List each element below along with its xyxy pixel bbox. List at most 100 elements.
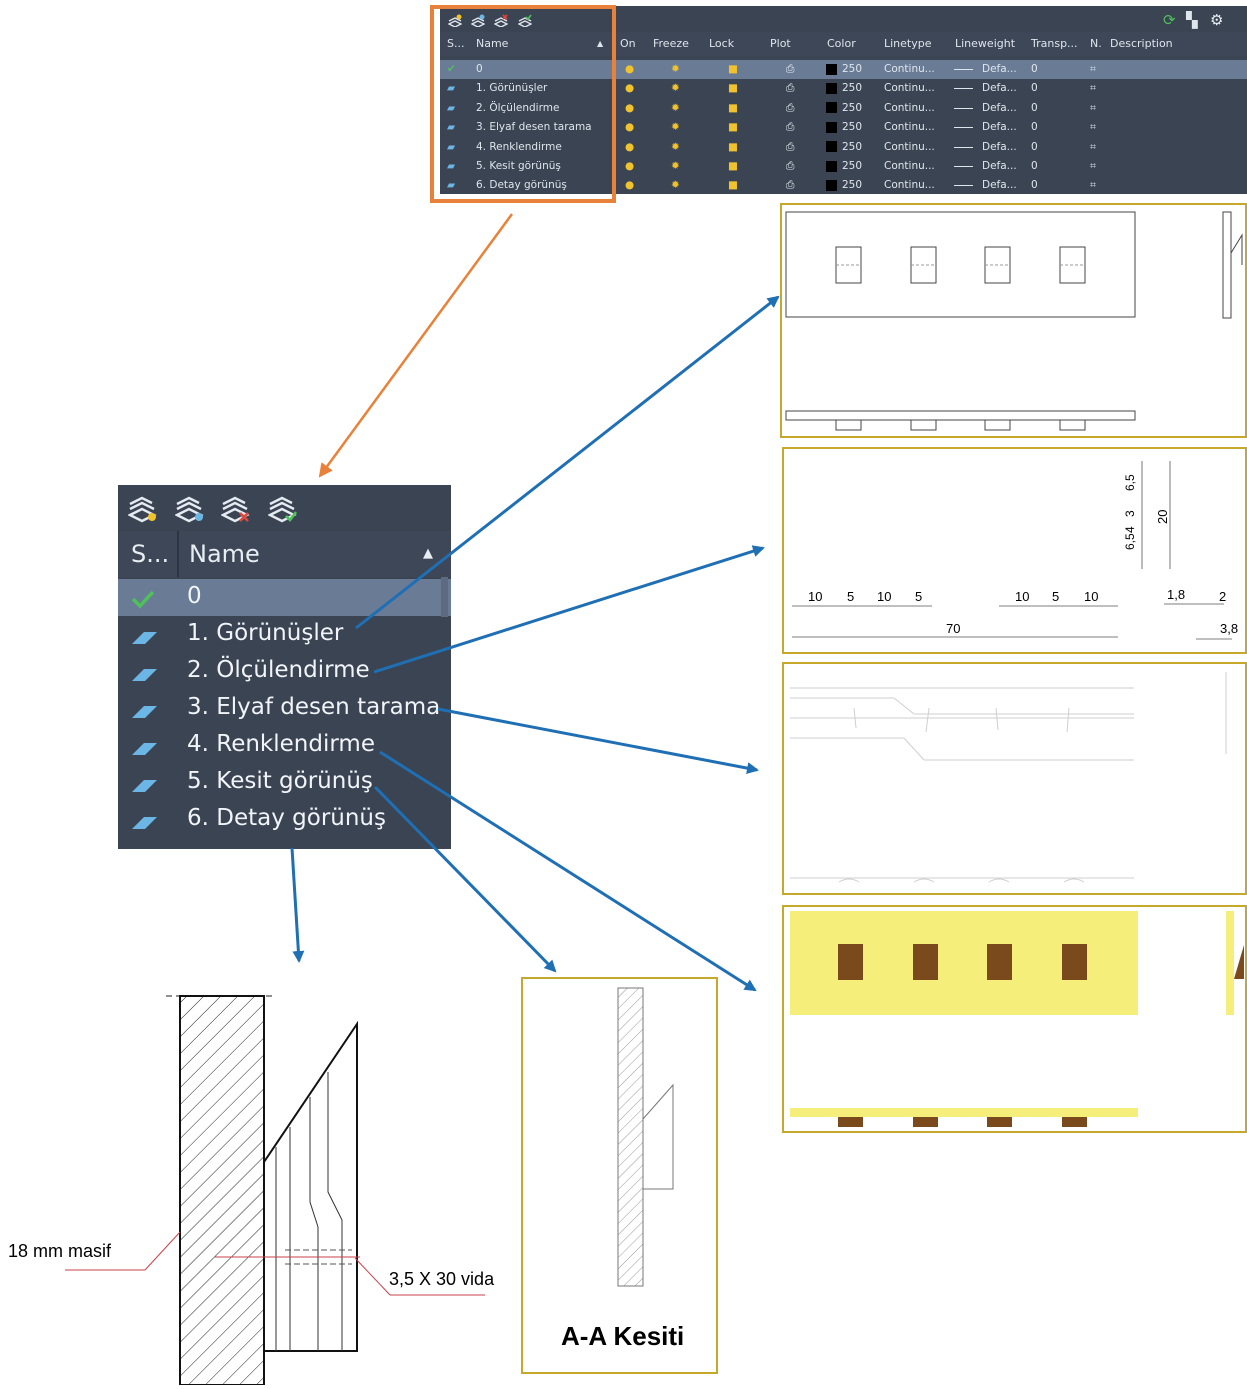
linetype-value[interactable]: Continu... bbox=[884, 121, 935, 134]
sun-thaw-icon[interactable]: ✹ bbox=[671, 63, 680, 75]
linetype-value[interactable]: Continu... bbox=[884, 82, 935, 95]
bulb-on-icon[interactable]: ● bbox=[625, 160, 635, 172]
unlock-icon[interactable]: ■ bbox=[728, 179, 738, 192]
col-transparency[interactable]: Transp... bbox=[1031, 37, 1078, 50]
layer-name[interactable]: 6. Detay görünüş bbox=[187, 805, 386, 831]
col-on[interactable]: On bbox=[620, 37, 636, 50]
col-status[interactable]: S... bbox=[447, 37, 465, 50]
color-value[interactable]: 250 bbox=[842, 101, 863, 114]
new-layer-icon[interactable] bbox=[127, 495, 158, 523]
color-value[interactable]: 250 bbox=[842, 179, 863, 192]
layer-row[interactable]: 4. Renklendirme bbox=[118, 727, 451, 764]
sun-thaw-icon[interactable]: ✹ bbox=[671, 101, 680, 114]
layer-name[interactable]: 1. Görünüşler bbox=[187, 620, 344, 646]
col-name[interactable]: Name bbox=[476, 37, 509, 50]
set-current-layer-icon[interactable] bbox=[517, 12, 533, 28]
delete-layer-icon[interactable] bbox=[220, 495, 251, 523]
vp-freeze-icon[interactable]: ⌗ bbox=[1090, 179, 1096, 192]
layer-name[interactable]: 5. Kesit görünüş bbox=[476, 160, 561, 172]
transparency-value[interactable]: 0 bbox=[1031, 140, 1038, 153]
new-vp-frozen-layer-icon[interactable] bbox=[470, 12, 486, 28]
color-swatch[interactable] bbox=[826, 121, 837, 133]
vp-freeze-icon[interactable]: ⌗ bbox=[1090, 82, 1096, 95]
lineweight-value[interactable]: Defa... bbox=[982, 121, 1017, 134]
col-name[interactable]: Name bbox=[189, 540, 260, 568]
vp-freeze-icon[interactable]: ⌗ bbox=[1090, 63, 1096, 75]
linetype-value[interactable]: Continu... bbox=[884, 140, 935, 153]
transparency-value[interactable]: 0 bbox=[1031, 121, 1038, 134]
col-freeze[interactable]: Freeze bbox=[653, 37, 689, 50]
col-new-vp-freeze[interactable]: N. bbox=[1090, 37, 1102, 50]
vp-freeze-icon[interactable]: ⌗ bbox=[1090, 160, 1096, 172]
color-swatch[interactable] bbox=[826, 179, 837, 191]
linetype-value[interactable]: Continu... bbox=[884, 160, 935, 172]
transparency-value[interactable]: 0 bbox=[1031, 160, 1038, 172]
sun-thaw-icon[interactable]: ✹ bbox=[671, 160, 680, 172]
vp-freeze-icon[interactable]: ⌗ bbox=[1090, 140, 1096, 153]
new-vp-frozen-layer-icon[interactable] bbox=[174, 495, 205, 523]
bulb-on-icon[interactable]: ● bbox=[625, 101, 635, 114]
lineweight-value[interactable]: Defa... bbox=[982, 140, 1017, 153]
sun-thaw-icon[interactable]: ✹ bbox=[671, 179, 680, 192]
layer-name[interactable]: 4. Renklendirme bbox=[476, 140, 562, 153]
unlock-icon[interactable]: ■ bbox=[728, 82, 738, 95]
col-color[interactable]: Color bbox=[827, 37, 856, 50]
unlock-icon[interactable]: ■ bbox=[728, 63, 738, 75]
layer-row[interactable]: 6. Detay görünüş bbox=[118, 801, 451, 838]
sun-thaw-icon[interactable]: ✹ bbox=[671, 82, 680, 95]
color-swatch[interactable] bbox=[826, 141, 837, 153]
layer-name[interactable]: 2. Ölçülendirme bbox=[187, 657, 370, 683]
lineweight-value[interactable]: Defa... bbox=[982, 179, 1017, 192]
transparency-value[interactable]: 0 bbox=[1031, 82, 1038, 95]
layer-row[interactable]: 2. Ölçülendirme bbox=[118, 653, 451, 690]
layer-name[interactable]: 3. Elyaf desen tarama bbox=[187, 694, 441, 720]
layer-filter-icon[interactable]: ▚ bbox=[1186, 11, 1198, 29]
printer-icon[interactable]: ⎙ bbox=[786, 140, 795, 153]
col-lock[interactable]: Lock bbox=[709, 37, 735, 50]
printer-icon[interactable]: ⎙ bbox=[786, 121, 795, 134]
refresh-icon[interactable]: ⟳ bbox=[1163, 11, 1176, 29]
color-swatch[interactable] bbox=[826, 160, 837, 172]
color-value[interactable]: 250 bbox=[842, 63, 863, 75]
bulb-on-icon[interactable]: ● bbox=[625, 140, 635, 153]
col-lineweight[interactable]: Lineweight bbox=[955, 37, 1016, 50]
settings-gear-icon[interactable]: ⚙ bbox=[1210, 11, 1224, 29]
linetype-value[interactable]: Continu... bbox=[884, 101, 935, 114]
layer-name[interactable]: 6. Detay görünüş bbox=[476, 179, 567, 192]
bulb-on-icon[interactable]: ● bbox=[625, 82, 635, 95]
layer-name[interactable]: 1. Görünüşler bbox=[476, 82, 548, 95]
layer-name[interactable]: 5. Kesit görünüş bbox=[187, 768, 373, 794]
unlock-icon[interactable]: ■ bbox=[728, 121, 738, 134]
color-value[interactable]: 250 bbox=[842, 140, 863, 153]
printer-icon[interactable]: ⎙ bbox=[786, 179, 795, 192]
color-swatch[interactable] bbox=[826, 102, 837, 114]
color-swatch[interactable] bbox=[826, 82, 837, 94]
printer-icon[interactable]: ⎙ bbox=[786, 63, 795, 75]
linetype-value[interactable]: Continu... bbox=[884, 63, 935, 75]
transparency-value[interactable]: 0 bbox=[1031, 101, 1038, 114]
color-swatch[interactable] bbox=[826, 63, 837, 75]
printer-icon[interactable]: ⎙ bbox=[786, 82, 795, 95]
layer-row[interactable]: 0 bbox=[118, 579, 451, 616]
unlock-icon[interactable]: ■ bbox=[728, 160, 738, 172]
unlock-icon[interactable]: ■ bbox=[728, 101, 738, 114]
new-layer-icon[interactable] bbox=[447, 12, 463, 28]
vp-freeze-icon[interactable]: ⌗ bbox=[1090, 101, 1096, 114]
bulb-on-icon[interactable]: ● bbox=[625, 121, 635, 134]
transparency-value[interactable]: 0 bbox=[1031, 63, 1038, 75]
layer-name[interactable]: 0 bbox=[187, 583, 202, 609]
transparency-value[interactable]: 0 bbox=[1031, 179, 1038, 192]
lineweight-value[interactable]: Defa... bbox=[982, 101, 1017, 114]
scrollbar-thumb[interactable] bbox=[441, 577, 448, 617]
sun-thaw-icon[interactable]: ✹ bbox=[671, 121, 680, 134]
layer-row[interactable]: 3. Elyaf desen tarama bbox=[118, 690, 451, 727]
layer-name[interactable]: 4. Renklendirme bbox=[187, 731, 375, 757]
printer-icon[interactable]: ⎙ bbox=[786, 101, 795, 114]
bulb-on-icon[interactable]: ● bbox=[625, 63, 635, 75]
set-current-layer-icon[interactable] bbox=[267, 495, 298, 523]
